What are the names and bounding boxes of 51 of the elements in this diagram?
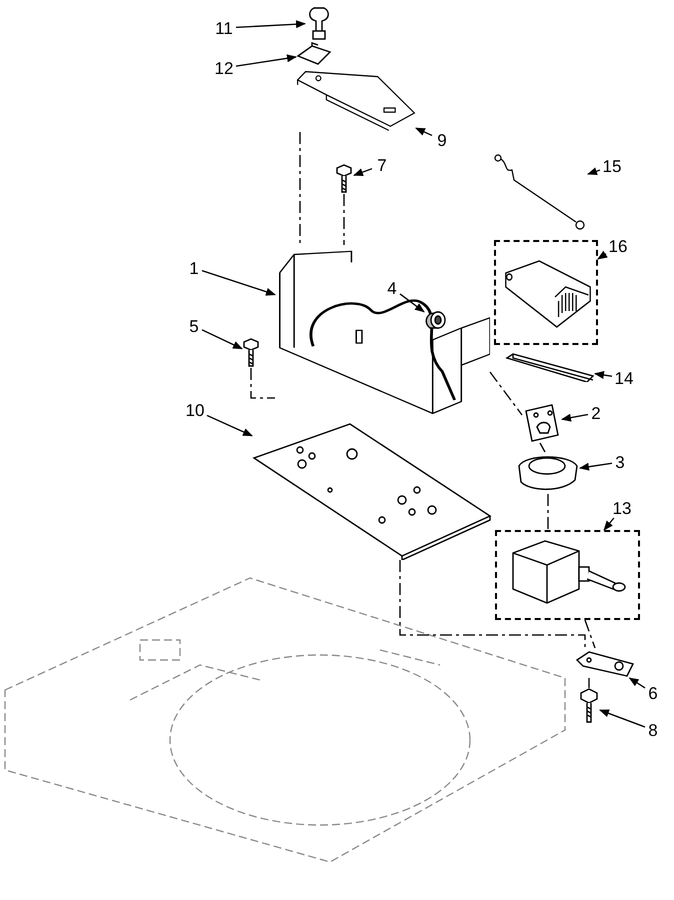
leader-line [202,270,276,296]
cover-drawing [296,70,416,132]
leader-line [587,167,600,176]
bushing-drawing [424,310,446,330]
callout-number: 10 [183,400,207,420]
callout-number: 8 [645,720,661,740]
leader-line [579,462,612,471]
callout-number: 6 [645,683,661,703]
alignment-line [250,368,275,399]
callout-number: 3 [612,452,628,472]
alignment-line [588,678,590,688]
screw-drawing [334,164,354,194]
alignment-line [299,132,301,245]
callout-number: 14 [612,368,636,388]
leader-line [561,414,588,422]
callout-number: 11 [212,18,236,38]
callout-number: 4 [384,278,400,298]
clip-drawing [296,42,334,66]
leader-line [628,677,646,688]
callout-number: 9 [432,130,452,150]
alignment-line [539,442,546,452]
leader-line [353,168,372,176]
callout-number: 15 [600,156,624,176]
leader-line [603,518,614,531]
rod-drawing [505,352,595,382]
leader-line [400,293,425,312]
alignment-line [343,194,345,245]
screw-drawing [242,338,260,368]
leader-line [415,128,432,136]
callout-number: 5 [186,316,202,336]
callout-number: 16 [606,236,630,256]
alignment-line [584,620,596,648]
callout-number: 7 [372,155,392,175]
leader-line [599,710,646,728]
callout-number: 1 [186,258,202,278]
leader-line [597,250,608,260]
leader-line [202,329,243,350]
callout-number: 2 [588,403,604,423]
leader-line [236,20,306,28]
callout-number: 12 [212,58,236,78]
leader-line [594,371,612,379]
alignment-line [399,560,586,648]
assembly-group-outline [494,240,598,345]
plate-drawing [522,403,562,443]
alignment-line [489,372,523,416]
alignment-line [547,494,549,530]
assembly-group-outline [495,530,640,620]
callout-number: 13 [610,498,634,518]
leader-line [206,414,253,436]
leader-line [236,54,297,67]
screw-drawing [578,688,600,724]
